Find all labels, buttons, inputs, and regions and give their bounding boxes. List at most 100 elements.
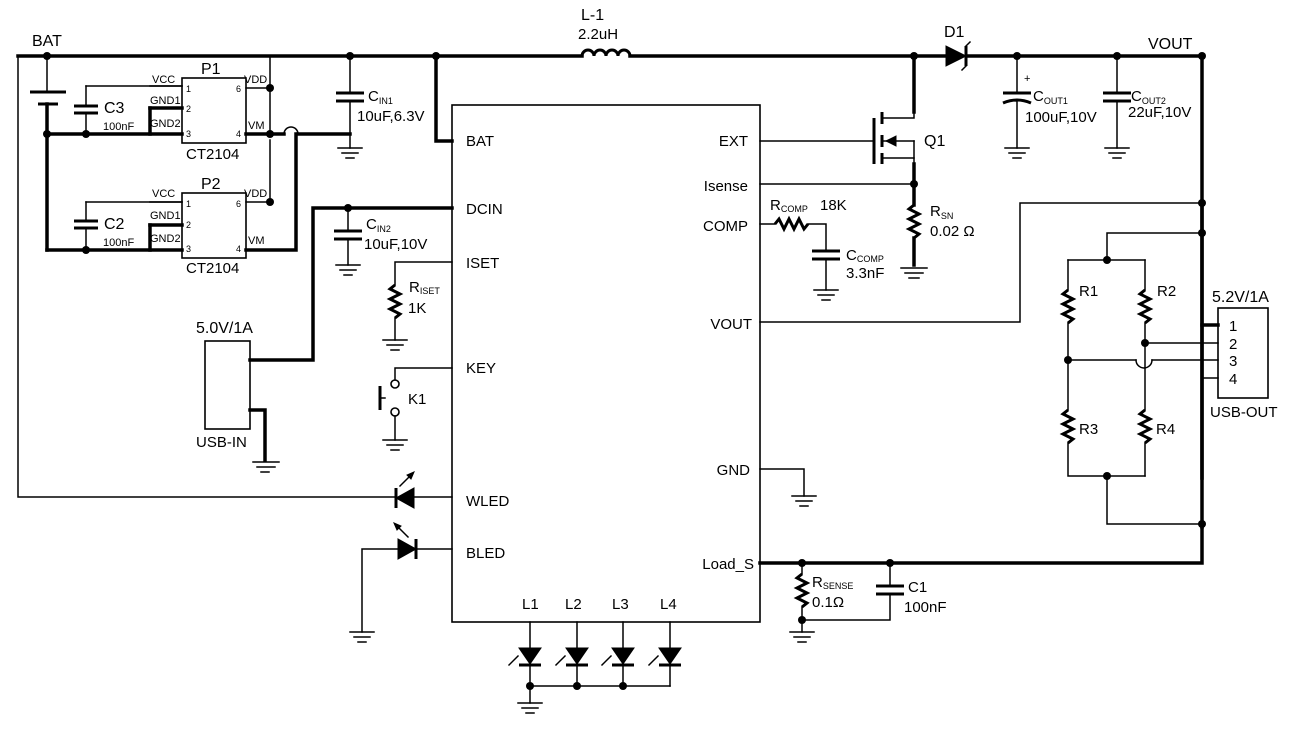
rsense-ref: RSENSE bbox=[812, 574, 853, 591]
p1-gnd1-label: GND1 bbox=[150, 95, 181, 107]
p2-vcc-label: VCC bbox=[152, 188, 175, 200]
bled-led bbox=[349, 522, 453, 643]
usb-in-ground bbox=[252, 461, 280, 473]
p1-ref: P1 bbox=[201, 61, 221, 78]
inductor-ref: L-1 bbox=[581, 7, 604, 24]
protection-ic-p1 bbox=[148, 77, 352, 144]
vout-sense-wire bbox=[759, 202, 1203, 323]
capacitor-cout1 bbox=[1002, 55, 1032, 159]
p2-vdd-label: VDD bbox=[244, 188, 267, 200]
indicator-leds bbox=[507, 621, 682, 714]
ic-ground bbox=[759, 468, 817, 507]
c3-ref: C3 bbox=[104, 100, 125, 117]
usb-out-pin4: 4 bbox=[1229, 371, 1237, 388]
ic-pin-l1: L1 bbox=[522, 596, 539, 613]
usb-in-connector[interactable] bbox=[204, 340, 251, 430]
diode-ref: D1 bbox=[944, 24, 965, 41]
ic-pin-vout: VOUT bbox=[710, 316, 752, 333]
p1-pin1: 1 bbox=[186, 84, 191, 94]
p2-vm-label: VM bbox=[248, 235, 265, 247]
p2-pin4: 4 bbox=[236, 244, 241, 254]
battery-symbol bbox=[30, 55, 184, 252]
capacitor-cout2 bbox=[1103, 55, 1131, 159]
cout1-polarity: + bbox=[1024, 73, 1030, 85]
ccomp-value: 3.3nF bbox=[846, 265, 884, 282]
cin1-ref: CIN1 bbox=[368, 88, 393, 106]
p1-part: CT2104 bbox=[186, 146, 239, 163]
usb-out-pin2: 2 bbox=[1229, 336, 1237, 353]
ic-pin-key: KEY bbox=[466, 360, 496, 377]
bat-return-wire bbox=[17, 55, 395, 498]
p2-pin6: 6 bbox=[236, 199, 241, 209]
cin2-ref: CIN2 bbox=[366, 216, 391, 234]
resistor-rsn bbox=[900, 203, 928, 279]
c1-value: 100nF bbox=[904, 599, 947, 616]
ic-pin-wled: WLED bbox=[466, 493, 510, 510]
ccomp-ref: CCOMP bbox=[846, 247, 884, 264]
compensation-network bbox=[759, 215, 840, 301]
p1-pin6: 6 bbox=[236, 84, 241, 94]
resistor-riset bbox=[382, 261, 453, 351]
vout-net-label: VOUT bbox=[1148, 36, 1193, 53]
usb-out-pin3: 3 bbox=[1229, 353, 1237, 370]
diode-d1 bbox=[945, 40, 972, 72]
c1-ref: C1 bbox=[908, 579, 927, 596]
p1-vdd-label: VDD bbox=[244, 74, 267, 86]
riset-ref: RISET bbox=[409, 279, 440, 296]
ic-pin-isense: Isense bbox=[704, 178, 748, 195]
ic-pin-bat: BAT bbox=[466, 133, 494, 150]
p2-pin1: 1 bbox=[186, 199, 191, 209]
usb-out-connector[interactable] bbox=[1217, 307, 1269, 399]
cout1-value: 100uF,10V bbox=[1025, 109, 1097, 126]
wled-led bbox=[394, 471, 453, 509]
ic-pin-bled: BLED bbox=[466, 545, 505, 562]
rsn-ref: RSN bbox=[930, 203, 953, 221]
junction-dots bbox=[43, 52, 1206, 690]
r4-ref: R4 bbox=[1156, 421, 1175, 438]
key-switch-ref: K1 bbox=[408, 391, 426, 408]
p1-pin3: 3 bbox=[186, 129, 191, 139]
c2-value: 100nF bbox=[103, 237, 134, 249]
ic-pin-comp: COMP bbox=[703, 218, 748, 235]
mosfet-q1 bbox=[759, 111, 915, 165]
ic-pin-l4: L4 bbox=[660, 596, 677, 613]
cin2-value: 10uF,10V bbox=[364, 236, 427, 253]
p1-pin4: 4 bbox=[236, 129, 241, 139]
ic-pin-ext: EXT bbox=[719, 133, 748, 150]
boost-controller-ic bbox=[451, 104, 761, 623]
p1-gnd2-label: GND2 bbox=[150, 118, 181, 130]
p2-ref: P2 bbox=[201, 176, 221, 193]
usb-in-ground-wire bbox=[248, 408, 267, 462]
capacitor-cin1 bbox=[336, 55, 364, 159]
c2-ref: C2 bbox=[104, 216, 125, 233]
rsn-value: 0.02 Ω bbox=[930, 223, 975, 240]
r1-ref: R1 bbox=[1079, 283, 1098, 300]
inductor-value: 2.2uH bbox=[578, 26, 618, 43]
cout2-ref: COUT2 bbox=[1131, 88, 1166, 106]
cout1-ref: COUT1 bbox=[1033, 88, 1068, 106]
ic-pin-gnd: GND bbox=[717, 462, 751, 479]
usb-out-rating: 5.2V/1A bbox=[1212, 289, 1269, 306]
ic-pin-iset: ISET bbox=[466, 255, 499, 272]
p2-pin2: 2 bbox=[186, 220, 191, 230]
usb-out-name: USB-OUT bbox=[1210, 404, 1278, 421]
usb-in-name: USB-IN bbox=[196, 434, 247, 451]
ic-pin-l3: L3 bbox=[612, 596, 629, 613]
dcin-network bbox=[248, 206, 454, 362]
cout2-value: 22uF,10V bbox=[1128, 104, 1191, 121]
resistor-bridge bbox=[1059, 232, 1219, 525]
p1-vcc-label: VCC bbox=[152, 74, 175, 86]
inductor-l1 bbox=[580, 48, 632, 57]
p1-vm-label: VM bbox=[248, 120, 265, 132]
ic-pin-l2: L2 bbox=[565, 596, 582, 613]
p2-gnd1-label: GND1 bbox=[150, 210, 181, 222]
p2-pin3: 3 bbox=[186, 244, 191, 254]
load-sense-network bbox=[789, 562, 904, 643]
rcomp-ref: RCOMP bbox=[770, 197, 808, 214]
rsense-value: 0.1Ω bbox=[812, 594, 844, 611]
rcomp-value: 18K bbox=[820, 197, 847, 214]
key-switch-k1[interactable] bbox=[378, 367, 453, 451]
p2-part: CT2104 bbox=[186, 260, 239, 277]
bat-rail bbox=[16, 54, 1220, 565]
p2-gnd2-label: GND2 bbox=[150, 233, 181, 245]
